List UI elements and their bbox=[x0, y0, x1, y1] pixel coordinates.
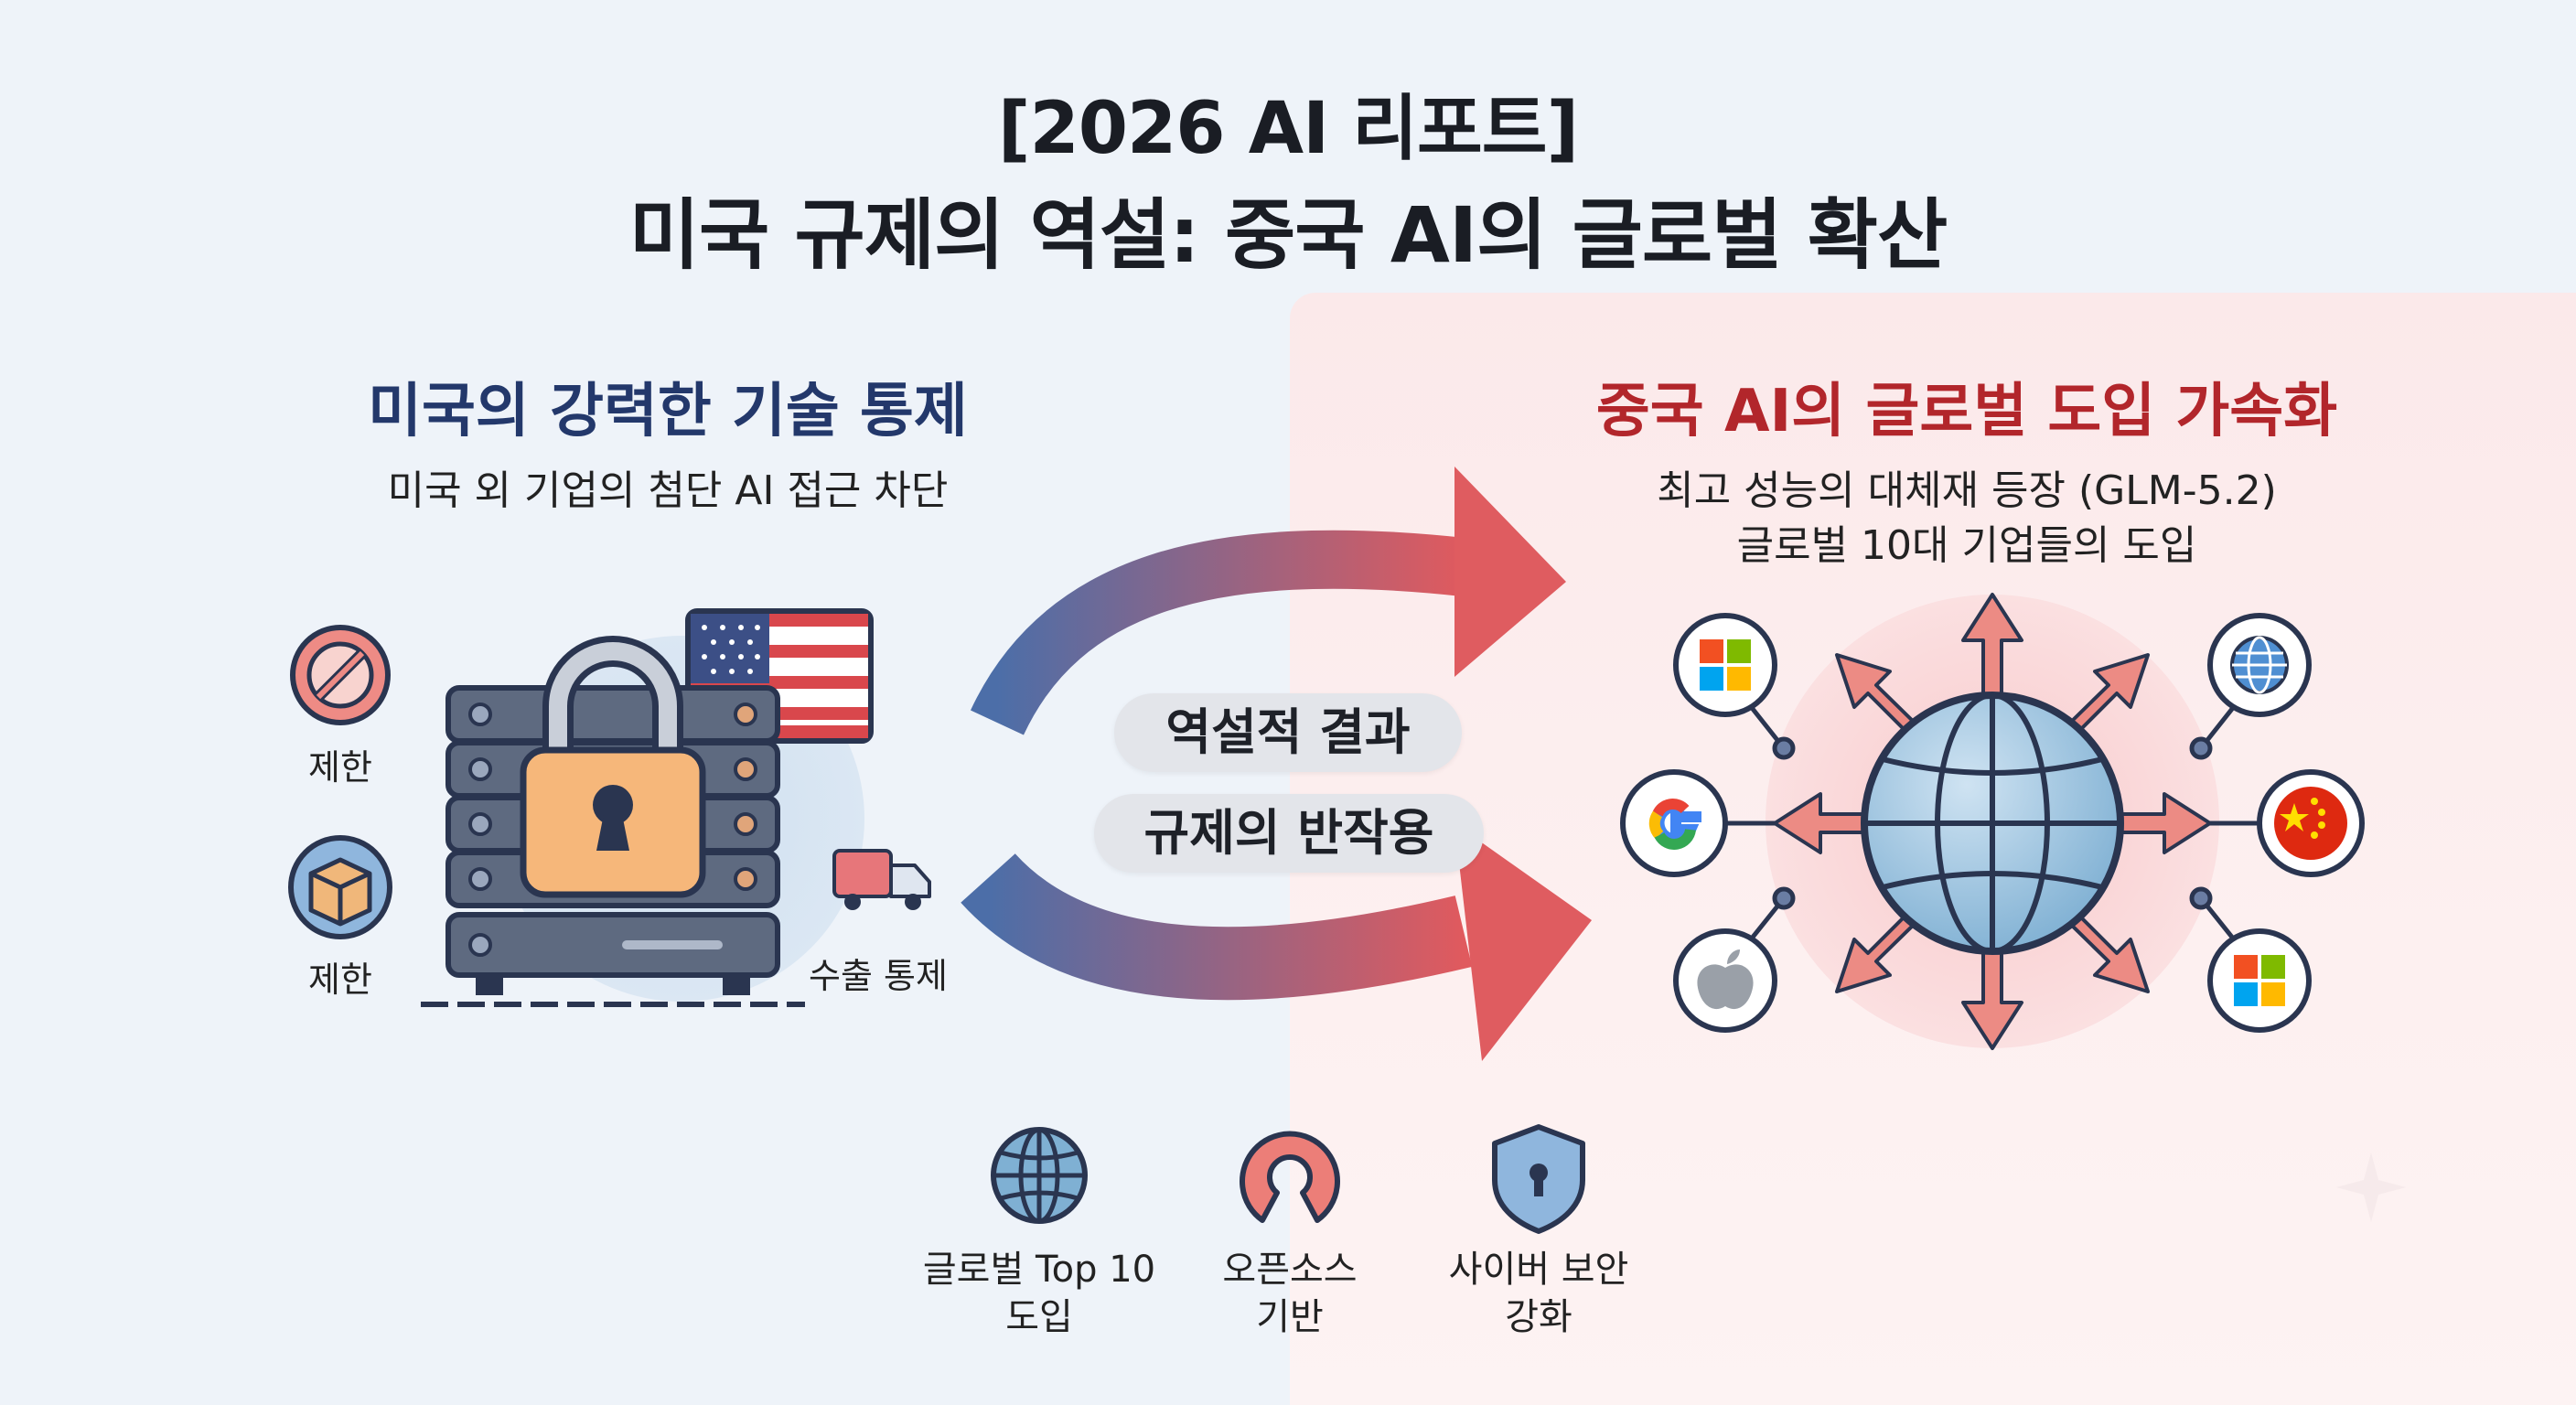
paradox-result-pill: 역설적 결과 bbox=[1114, 693, 1462, 772]
sparkle-decoration bbox=[2336, 1153, 2406, 1222]
bottom-item-global-top10-line1: 글로벌 Top 10 bbox=[922, 1249, 1156, 1291]
radial-arrows bbox=[1773, 593, 2212, 1050]
bottom-item-cyber-security-line1: 사이버 보안 bbox=[1448, 1249, 1629, 1291]
central-globe-icon bbox=[1861, 692, 2124, 955]
report-title-line2: 미국 규제의 역설: 중국 AI의 글로벌 확산 bbox=[628, 190, 1948, 280]
report-title-line1: [2026 AI 리포트] bbox=[997, 88, 1579, 170]
shield-lock-icon bbox=[1492, 1124, 1585, 1234]
upper-flow-arrow bbox=[971, 467, 1566, 735]
regulation-backlash-pill: 규제의 반작용 bbox=[1094, 794, 1484, 873]
microsoft-logo-icon bbox=[1673, 613, 1777, 717]
restriction-label-1: 제한 bbox=[308, 747, 372, 788]
bottom-item-open-source-line2: 기반 bbox=[1256, 1296, 1324, 1338]
us-control-subheading: 미국 외 기업의 첨단 AI 접근 차단 bbox=[387, 467, 949, 514]
bottom-item-global-top10: 글로벌 Top 10 도입 bbox=[902, 1246, 1176, 1341]
globe-icon bbox=[2207, 613, 2312, 717]
box-icon bbox=[288, 835, 392, 939]
china-adoption-subline-1: 최고 성능의 대체재 등장 (GLM-5.2) bbox=[1657, 467, 2277, 514]
no-entry-icon bbox=[290, 625, 391, 725]
lower-flow-arrow bbox=[961, 823, 1592, 1061]
padlock-icon bbox=[520, 636, 706, 898]
us-control-heading: 미국의 강력한 기술 통제 bbox=[368, 378, 968, 445]
bottom-item-open-source: 오픈소스 기반 bbox=[1153, 1246, 1427, 1341]
china-flag-icon bbox=[2257, 769, 2365, 877]
china-adoption-subline-2: 글로벌 10대 기업들의 도입 bbox=[1736, 522, 2197, 569]
export-control-label: 수출 통제 bbox=[809, 956, 948, 996]
google-logo-icon bbox=[1620, 769, 1728, 877]
bottom-item-cyber-security: 사이버 보안 강화 bbox=[1401, 1246, 1676, 1341]
apple-logo-icon bbox=[1673, 928, 1777, 1033]
restriction-label-2: 제한 bbox=[308, 960, 372, 1000]
bottom-item-open-source-line1: 오픈소스 bbox=[1222, 1249, 1358, 1291]
bottom-globe-icon bbox=[991, 1127, 1088, 1224]
truck-icon bbox=[832, 849, 931, 910]
bottom-item-global-top10-line2: 도입 bbox=[1005, 1296, 1073, 1338]
china-adoption-heading: 중국 AI의 글로벌 도입 가속화 bbox=[1595, 378, 2338, 445]
bottom-item-cyber-security-line2: 강화 bbox=[1505, 1296, 1572, 1338]
microsoft-logo-icon-2 bbox=[2207, 928, 2312, 1033]
open-source-icon bbox=[1240, 1131, 1340, 1223]
